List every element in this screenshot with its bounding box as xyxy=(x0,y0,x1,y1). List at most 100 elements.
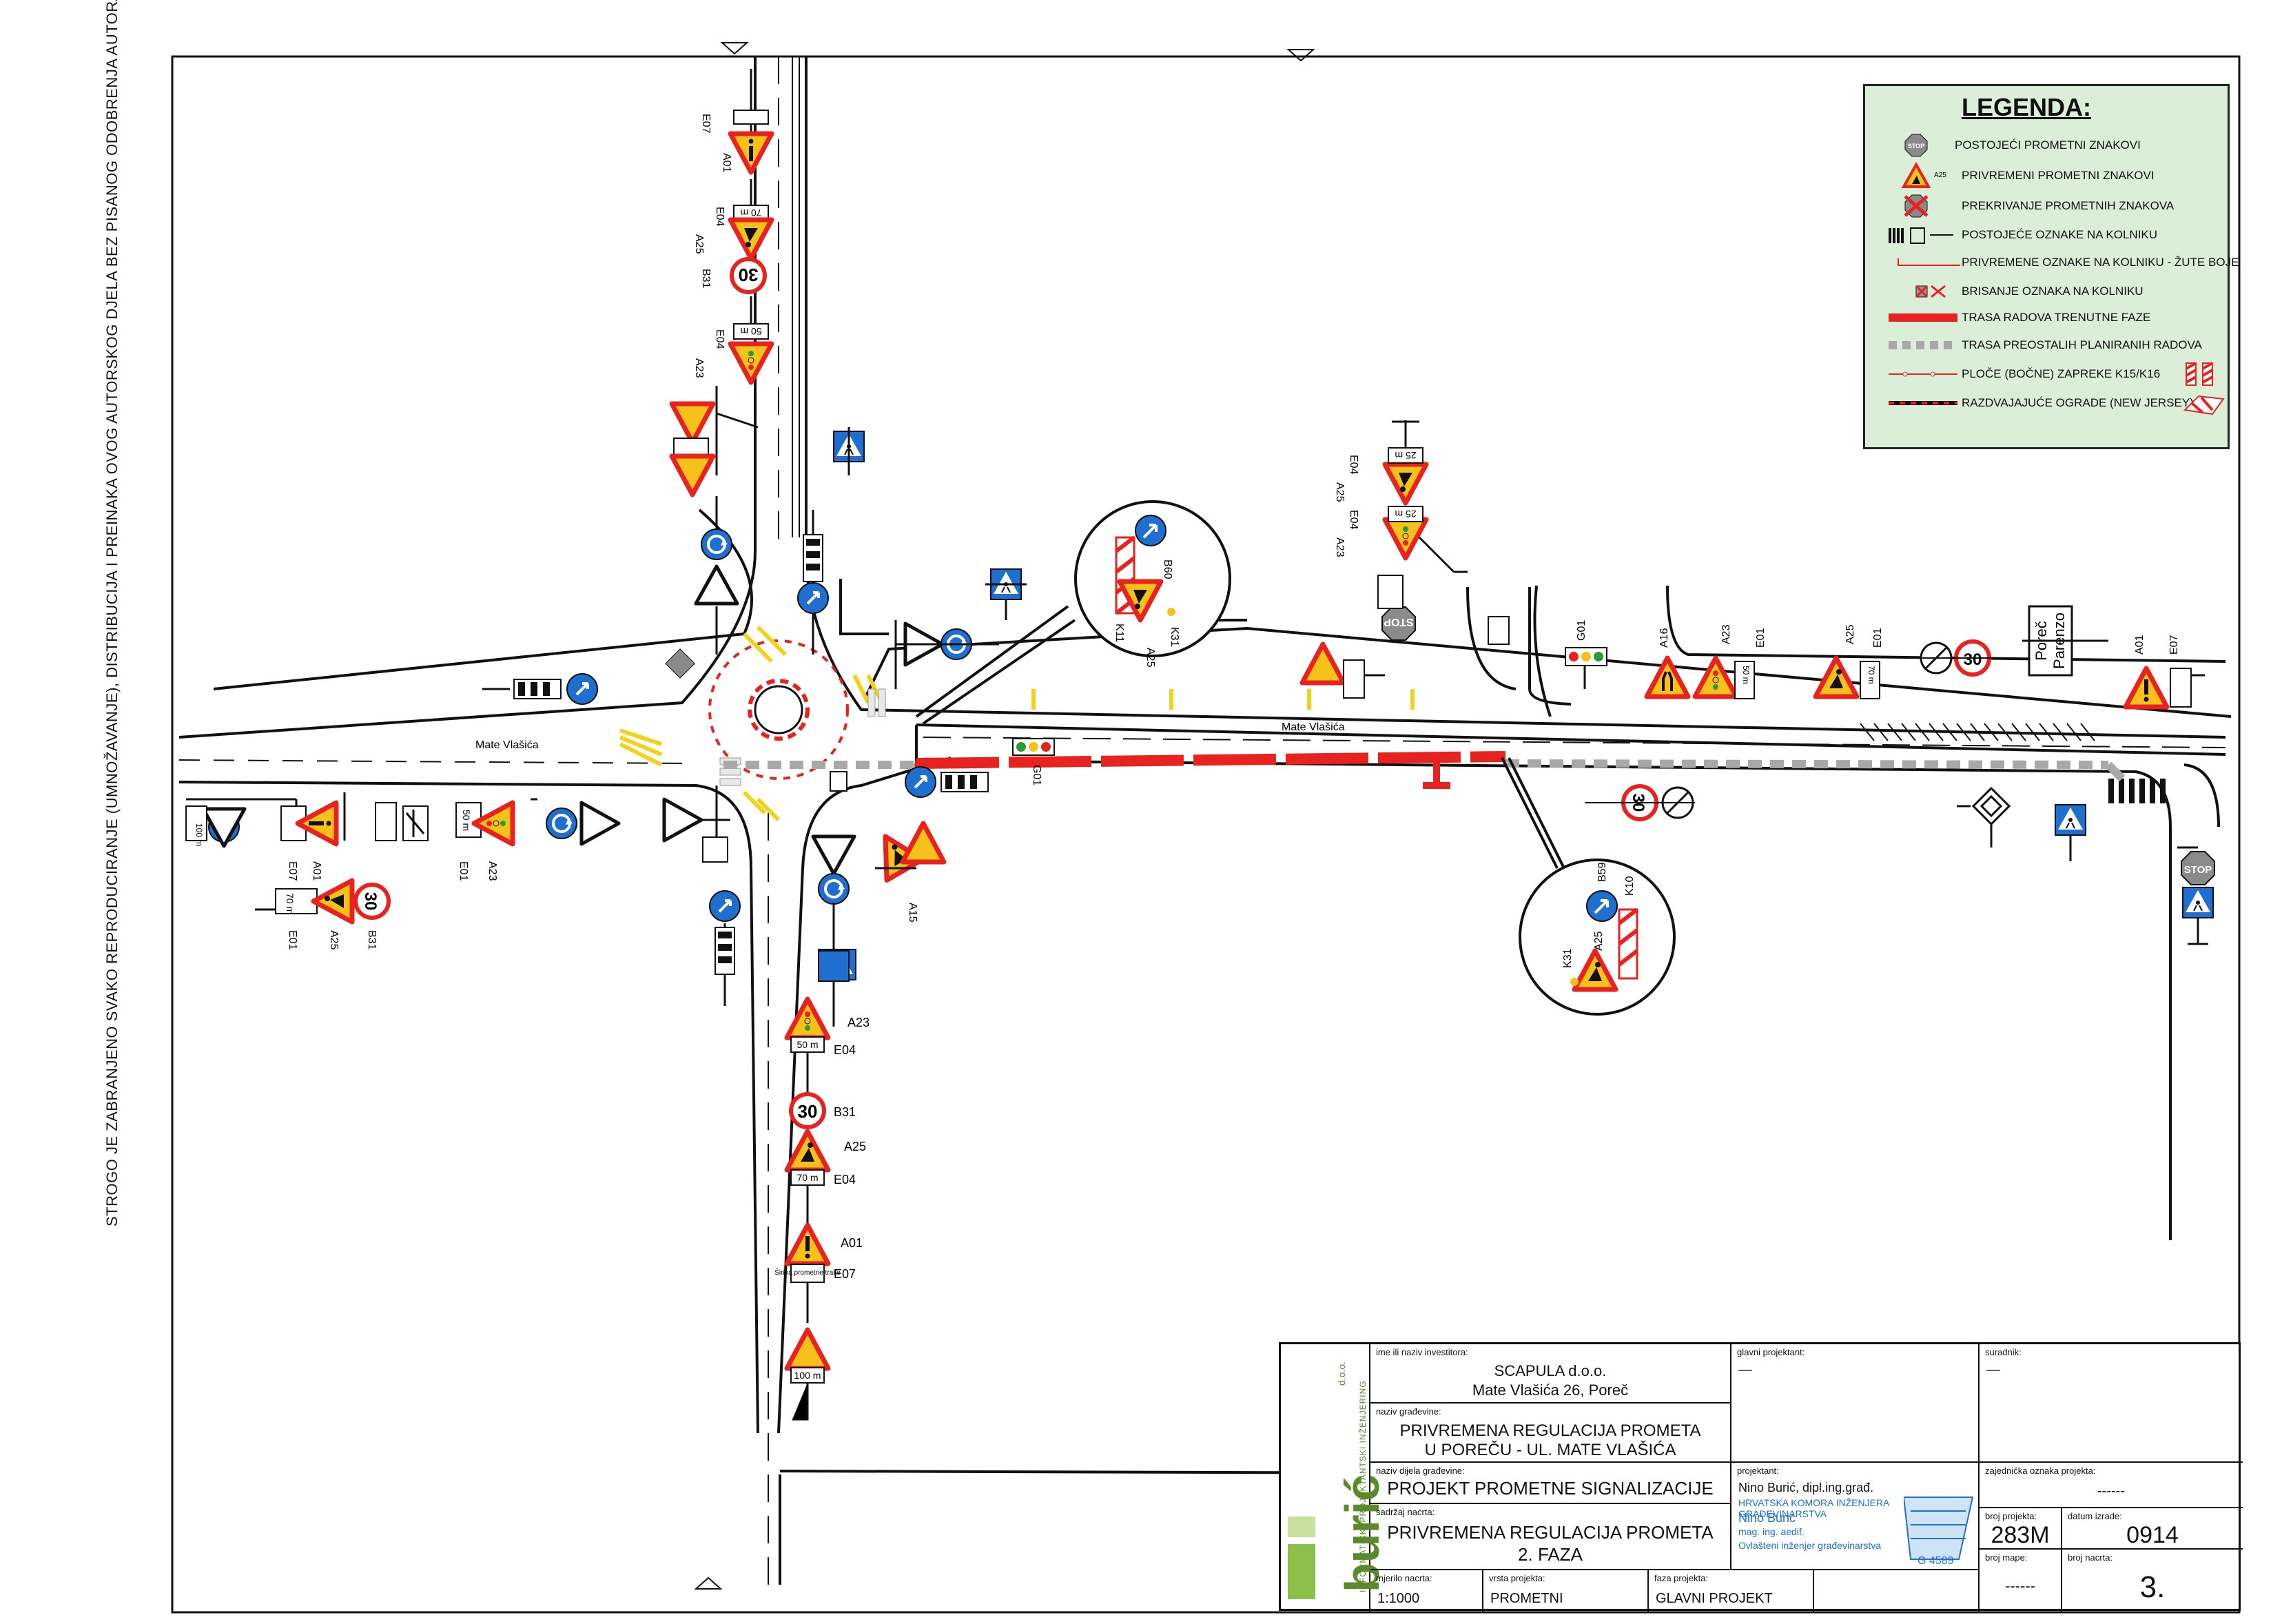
building-line-2: U POREČU - UL. MATE VLAŠIĆA xyxy=(1424,1441,1676,1459)
east-signs: STOP 25 m 25 m E04 A25 E04 A23 G01 A16 5… xyxy=(894,420,2215,945)
legend: LEGENDA: STOP POSTOJEĆI PROMETNI ZNAKOVI… xyxy=(1863,84,2239,449)
stamp-number: G 4589 xyxy=(1918,1555,1954,1567)
south-signs: A15 A23 50 m E04 30 B31 A25 70 m E04 A01… xyxy=(708,765,989,1421)
phase-value: GLAVNI PROJEKT xyxy=(1656,1591,1773,1606)
investor-address: Mate Vlašića 26, Poreč xyxy=(1472,1381,1629,1399)
svg-text:50 m: 50 m xyxy=(1741,666,1751,684)
svg-text:A25: A25 xyxy=(1144,648,1156,668)
svg-text:A01: A01 xyxy=(841,1236,863,1250)
svg-text:STOP: STOP xyxy=(2184,864,2212,876)
legend-label: RAZDVAJAJUĆE OGRADE (NEW JERSEY) K39 xyxy=(1962,396,2218,409)
content-line-1: PRIVREMENA REGULACIJA PROMETA xyxy=(1387,1522,1714,1543)
road-marking-icon xyxy=(1889,227,1953,244)
detail-callout-1: B60 K11 K31 A25 xyxy=(915,500,1231,725)
svg-text:E04: E04 xyxy=(714,329,726,349)
building-line-1: PRIVREMENA REGULACIJA PROMETA xyxy=(1399,1421,1701,1440)
building-cell: naziv građevine: PRIVREMENA REGULACIJA P… xyxy=(1370,1404,1731,1463)
svg-text:70 m: 70 m xyxy=(285,893,296,914)
svg-text:50 m: 50 m xyxy=(796,1039,818,1050)
chamber-name: HRVATSKA KOMORA INŽENJERA GRAĐEVINARSTVA xyxy=(1738,1497,1889,1519)
svg-text:A25: A25 xyxy=(844,1140,866,1153)
scale-cell: mjerilo nacrta: 1:1000 xyxy=(1370,1570,1483,1613)
svg-text:E07: E07 xyxy=(287,861,298,881)
logo-suffix: d.o.o. xyxy=(1336,1361,1347,1386)
svg-text:100 m: 100 m xyxy=(194,823,204,846)
covered-stop-icon xyxy=(1904,194,1929,218)
svg-text:30: 30 xyxy=(1964,650,1982,669)
svg-text:A15: A15 xyxy=(907,903,918,923)
svg-text:K10: K10 xyxy=(1624,876,1636,896)
svg-text:A25: A25 xyxy=(693,234,705,254)
drawing-number: 3. xyxy=(2139,1570,2166,1604)
legend-row-new-jersey: RAZDVAJAJUĆE OGRADE (NEW JERSEY) K39 xyxy=(1865,389,2228,417)
dist-70-north: 70 m xyxy=(740,207,761,218)
svg-text:A01: A01 xyxy=(311,861,322,881)
date-value: 0914 xyxy=(2126,1522,2179,1548)
svg-text:A25: A25 xyxy=(1334,482,1346,502)
svg-text:A23: A23 xyxy=(847,1016,870,1029)
speed-30-north: 30 xyxy=(739,265,759,285)
svg-text:E07: E07 xyxy=(2168,635,2180,655)
legend-label: TRASA PREOSTALIH PLANIRANIH RADOVA xyxy=(1962,338,2202,351)
code-e07-north: E07 xyxy=(700,114,712,134)
g01-light-west: G01 xyxy=(1012,738,1055,785)
svg-text:A23: A23 xyxy=(486,861,498,881)
svg-text:25 m: 25 m xyxy=(1395,450,1416,461)
content-cell: sadržaj nacrta: PRIVREMENA REGULACIJA PR… xyxy=(1370,1504,1731,1570)
svg-text:70 m: 70 m xyxy=(796,1172,818,1183)
grey-dashed-line-icon xyxy=(1889,341,1957,349)
svg-text:30: 30 xyxy=(361,892,380,911)
scale-value: 1:1000 xyxy=(1377,1591,1420,1606)
svg-text:K31: K31 xyxy=(1169,627,1180,647)
svg-text:B31: B31 xyxy=(834,1105,856,1119)
stamp-line: Ovlašteni inženjer građevinarstva xyxy=(1738,1540,1881,1551)
part-cell: naziv dijela građevine: PROJEKT PROMETNE… xyxy=(1370,1463,1731,1504)
date-cell: datum izrade: 0914 xyxy=(2062,1508,2243,1550)
svg-text:100 m: 100 m xyxy=(794,1370,821,1381)
speed-30-south: 30 xyxy=(798,1101,818,1122)
new-jersey-barrier-icon xyxy=(1889,401,1957,405)
blank-cell xyxy=(1814,1570,1980,1613)
svg-text:B60: B60 xyxy=(1162,559,1173,579)
svg-text:E04: E04 xyxy=(1348,510,1359,530)
roundabout xyxy=(708,639,849,780)
title-block: burić INFORMATIČKI PROJEKTANTSKI INŽENJE… xyxy=(1279,1342,2243,1613)
svg-text:E04: E04 xyxy=(834,1043,856,1057)
stop-sign-legend: STOP xyxy=(1908,143,1924,150)
svg-text:E01: E01 xyxy=(1755,628,1767,648)
svg-text:E01: E01 xyxy=(458,861,469,881)
stamp-graphic xyxy=(1904,1497,1974,1560)
legend-label: PLOČE (BOČNE) ZAPREKE K15/K16 xyxy=(1962,367,2161,380)
yellow-marking-icon xyxy=(1898,258,1960,266)
stamp-name: Nino Burić xyxy=(1738,1511,1796,1525)
svg-text:B31: B31 xyxy=(366,930,378,950)
north-signs: A01 E07 70 m E04 A25 30 B31 50 m E04 A23 xyxy=(665,69,865,679)
joint-mark-cell: zajednička oznaka projekta: ------ xyxy=(1980,1463,2243,1508)
svg-text:E01: E01 xyxy=(1872,628,1884,648)
company-logo: burić INFORMATIČKI PROJEKTANTSKI INŽENJE… xyxy=(1281,1344,1389,1613)
remaining-works-route xyxy=(723,759,2109,769)
svg-text:G01: G01 xyxy=(1031,765,1042,785)
collaborator-cell: suradnik: — xyxy=(1980,1344,2243,1463)
detail-callout-2: B59 K10 K31 A25 xyxy=(1501,757,1676,1016)
street-label-west: Mate Vlašića xyxy=(475,739,539,751)
svg-text:E04: E04 xyxy=(1348,455,1359,475)
svg-text:E04: E04 xyxy=(714,207,726,227)
type-cell: vrsta projekta: PROMETNI xyxy=(1483,1570,1649,1613)
copyright-note: STROGO JE ZABRANJENO SVAKO REPRODUCIRANJ… xyxy=(103,0,121,1226)
red-line-icon xyxy=(1889,314,1957,322)
designer-cell: projektant: Nino Burić, dipl.ing.građ. H… xyxy=(1731,1463,1980,1570)
designer-name: Nino Burić, dipl.ing.građ. xyxy=(1738,1481,1874,1494)
svg-text:E04: E04 xyxy=(834,1173,856,1186)
svg-text:E07: E07 xyxy=(834,1267,856,1281)
legend-row-erase: BRISANJE OZNAKA NA KOLNIKU xyxy=(1865,278,2228,305)
erase-marking-icon xyxy=(1915,285,1946,298)
chief-designer-cell: glavni projektant: — xyxy=(1731,1344,1980,1463)
legend-row-covering: PREKRIVANJE PROMETNIH ZNAKOVA xyxy=(1865,192,2228,220)
legend-row-remaining-route: TRASA PREOSTALIH PLANIRANIH RADOVA xyxy=(1865,331,2228,359)
svg-text:K11: K11 xyxy=(1113,624,1125,642)
legend-label: POSTOJEĆE OZNAKE NA KOLNIKU xyxy=(1962,228,2158,241)
stamp-title: mag. ing. aedif. xyxy=(1738,1526,1805,1537)
